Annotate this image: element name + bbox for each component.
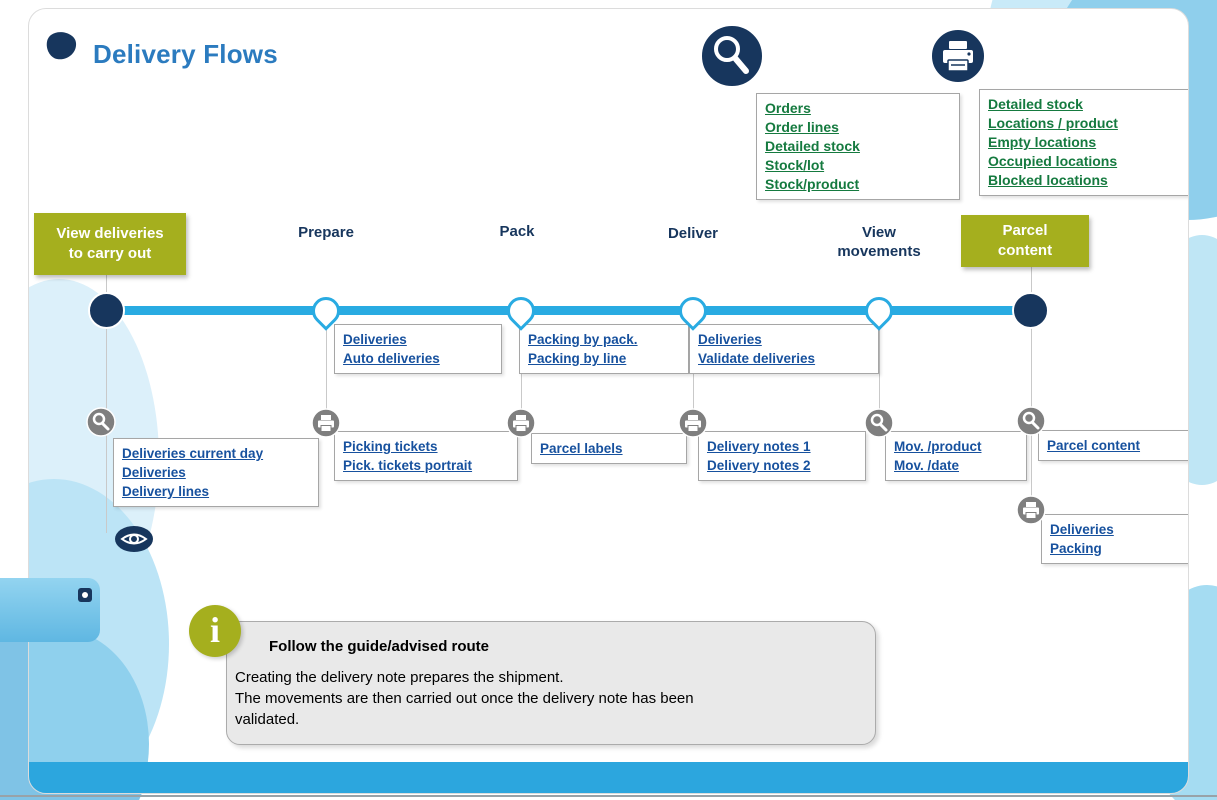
deliver-print-box: Delivery notes 1 Delivery notes 2 — [698, 431, 866, 481]
link-packing-by-pack[interactable]: Packing by pack. — [528, 332, 638, 347]
link-delivery-lines[interactable]: Delivery lines — [122, 484, 210, 499]
link-locations-product[interactable]: Locations / product — [988, 115, 1118, 131]
stage-prepare: Prepare — [298, 224, 354, 241]
link-deliveries[interactable]: Deliveries — [122, 465, 186, 480]
connector-line — [1031, 267, 1032, 507]
printer-icon — [929, 27, 987, 90]
eye-icon — [114, 525, 154, 558]
link-blocked-locations[interactable]: Blocked locations — [988, 172, 1108, 188]
deliver-deliveries-box: Deliveries Validate deliveries — [689, 324, 879, 374]
link-deliveries[interactable]: Deliveries — [343, 332, 407, 347]
movements-view-box: Mov. /product Mov. /date — [885, 431, 1027, 481]
timeline-start-node — [88, 292, 125, 329]
parcel-print-box: Deliveries Packing — [1041, 514, 1188, 564]
link-stock-lot[interactable]: Stock/lot — [765, 157, 825, 173]
link-parcel-labels[interactable]: Parcel labels — [540, 441, 623, 456]
link-delivery-notes-1[interactable]: Delivery notes 1 — [707, 439, 811, 454]
timeline-bar — [106, 306, 1031, 315]
link-deliveries-current-day[interactable]: Deliveries current day — [122, 446, 264, 461]
note-title: Follow the guide/advised route — [269, 638, 490, 655]
tab-pin-icon — [78, 588, 92, 602]
search-links-panel: Orders Order lines Detailed stock Stock/… — [756, 93, 960, 200]
stage-view-movements-line2: movements — [837, 243, 921, 260]
printer-icon — [311, 408, 341, 443]
printer-icon — [678, 408, 708, 443]
bottom-band — [29, 762, 1188, 793]
link-stock-product[interactable]: Stock/product — [765, 176, 860, 192]
print-links-panel: Detailed stock Locations / product Empty… — [979, 89, 1188, 196]
search-icon — [1016, 406, 1046, 441]
note-text-line: Creating the delivery note prepares the … — [235, 669, 564, 686]
logo-icon — [45, 31, 79, 68]
link-mov-date[interactable]: Mov. /date — [894, 458, 960, 473]
link-detailed-stock[interactable]: Detailed stock — [765, 138, 860, 154]
printer-icon — [1016, 495, 1046, 530]
link-detailed-stock-print[interactable]: Detailed stock — [988, 96, 1083, 112]
link-packing-by-line[interactable]: Packing by line — [528, 351, 627, 366]
link-packing[interactable]: Packing — [1050, 541, 1102, 556]
timeline-end-node — [1012, 292, 1049, 329]
pack-print-box: Parcel labels — [531, 433, 687, 464]
link-pick-tickets-portrait[interactable]: Pick. tickets portrait — [343, 458, 473, 473]
prepare-print-box: Picking tickets Pick. tickets portrait — [334, 431, 518, 481]
link-order-lines[interactable]: Order lines — [765, 119, 839, 135]
stage-view-movements-line1: View — [862, 224, 896, 241]
milestone-start-line2: to carry out — [68, 245, 152, 262]
prepare-deliveries-box: Deliveries Auto deliveries — [334, 324, 502, 374]
info-icon: i — [189, 605, 241, 657]
link-empty-locations[interactable]: Empty locations — [988, 134, 1097, 150]
link-validate-deliveries[interactable]: Validate deliveries — [698, 351, 816, 366]
link-parcel-content[interactable]: Parcel content — [1047, 438, 1141, 453]
milestone-start: View deliveries to carry out — [34, 213, 186, 275]
connector-line — [326, 319, 327, 415]
link-delivery-notes-2[interactable]: Delivery notes 2 — [707, 458, 811, 473]
milestone-end-line2: content — [997, 242, 1053, 259]
info-note: Follow the guide/advised route Creating … — [226, 621, 876, 745]
stage-pack: Pack — [499, 223, 535, 240]
side-tab[interactable] — [0, 578, 100, 642]
search-icon — [86, 407, 116, 442]
link-deliveries[interactable]: Deliveries — [698, 332, 762, 347]
link-auto-deliveries[interactable]: Auto deliveries — [343, 351, 440, 366]
milestone-end-line1: Parcel — [1002, 222, 1048, 239]
search-icon — [699, 23, 765, 94]
pack-packing-box: Packing by pack. Packing by line — [519, 324, 689, 374]
link-occupied-locations[interactable]: Occupied locations — [988, 153, 1118, 169]
printer-icon — [506, 408, 536, 443]
connector-line — [879, 319, 880, 415]
window-bottom-edge — [0, 795, 1217, 797]
milestone-start-line1: View deliveries — [56, 225, 164, 242]
view-deliveries-box: Deliveries current day Deliveries Delive… — [113, 438, 319, 507]
link-orders[interactable]: Orders — [765, 100, 811, 116]
stage-view-movements: View movements — [816, 223, 942, 261]
connector-line — [106, 275, 107, 533]
parcel-view-box: Parcel content — [1038, 430, 1188, 461]
note-text-line: The movements are then carried out once … — [235, 690, 694, 728]
page-title: Delivery Flows — [93, 39, 278, 69]
link-deliveries[interactable]: Deliveries — [1050, 522, 1114, 537]
milestone-end: Parcel content — [961, 215, 1089, 267]
stage-deliver: Deliver — [667, 225, 719, 242]
main-card: Delivery Flows Orders Order lines De — [28, 8, 1189, 794]
link-mov-product[interactable]: Mov. /product — [894, 439, 982, 454]
search-icon — [864, 408, 894, 443]
link-picking-tickets[interactable]: Picking tickets — [343, 439, 438, 454]
